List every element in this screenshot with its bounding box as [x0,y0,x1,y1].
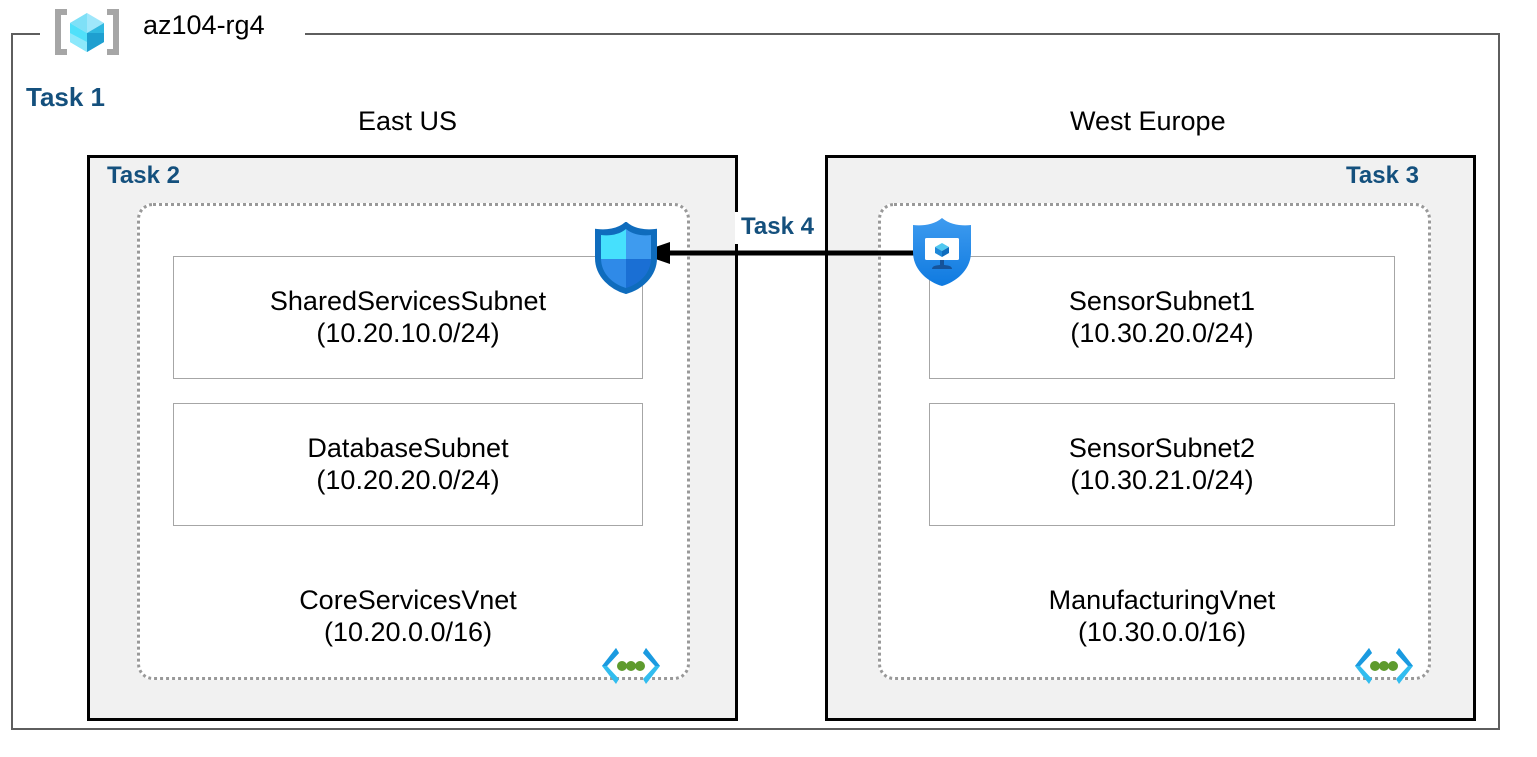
vnet-name: CoreServicesVnet [299,585,517,615]
subnet-cidr: (10.30.21.0/24) [1070,464,1254,495]
task-3-label: Task 3 [1346,162,1419,189]
subnet-name: SharedServicesSubnet [269,285,547,316]
resource-group-frame [11,33,1500,730]
subnet-box-databasesubnet: DatabaseSubnet (10.20.20.0/24) [173,403,643,526]
task-2-label: Task 2 [107,162,180,189]
vnet-caption-manufacturingvnet: ManufacturingVnet (10.30.0.0/16) [929,585,1395,649]
subnet-name: SensorSubnet1 [1068,285,1256,316]
subnet-box-sensorsubnet2: SensorSubnet2 (10.30.21.0/24) [929,403,1395,526]
vnet-caption-coreservicesvnet: CoreServicesVnet (10.20.0.0/16) [173,585,643,649]
virtual-network-icon [600,645,662,687]
subnet-cidr: (10.30.20.0/24) [1070,317,1254,348]
region-caption-east-us: East US [358,106,458,136]
virtual-network-icon [1353,645,1415,687]
subnet-box-sharedservicessubnet: SharedServicesSubnet (10.20.10.0/24) [173,256,643,379]
task-1-label: Task 1 [26,82,106,112]
vnet-name: ManufacturingVnet [1048,585,1276,615]
region-caption-west-europe: West Europe [1070,106,1226,136]
subnet-name: DatabaseSubnet [307,432,509,463]
resource-group-title: az104-rg4 [143,10,265,40]
task-4-label: Task 4 [735,212,820,244]
vnet-cidr: (10.30.0.0/16) [1077,616,1247,647]
subnet-box-sensorsubnet1: SensorSubnet1 (10.30.20.0/24) [929,256,1395,379]
subnet-cidr: (10.20.10.0/24) [316,317,500,348]
shield-bastion-vm-icon [908,216,976,288]
resource-group-title-gap [40,24,305,44]
subnet-name: SensorSubnet2 [1068,432,1256,463]
vnet-cidr: (10.20.0.0/16) [323,616,493,647]
resource-group-cube-icon [51,5,123,59]
subnet-cidr: (10.20.20.0/24) [316,464,500,495]
shield-firewall-icon [592,221,660,295]
